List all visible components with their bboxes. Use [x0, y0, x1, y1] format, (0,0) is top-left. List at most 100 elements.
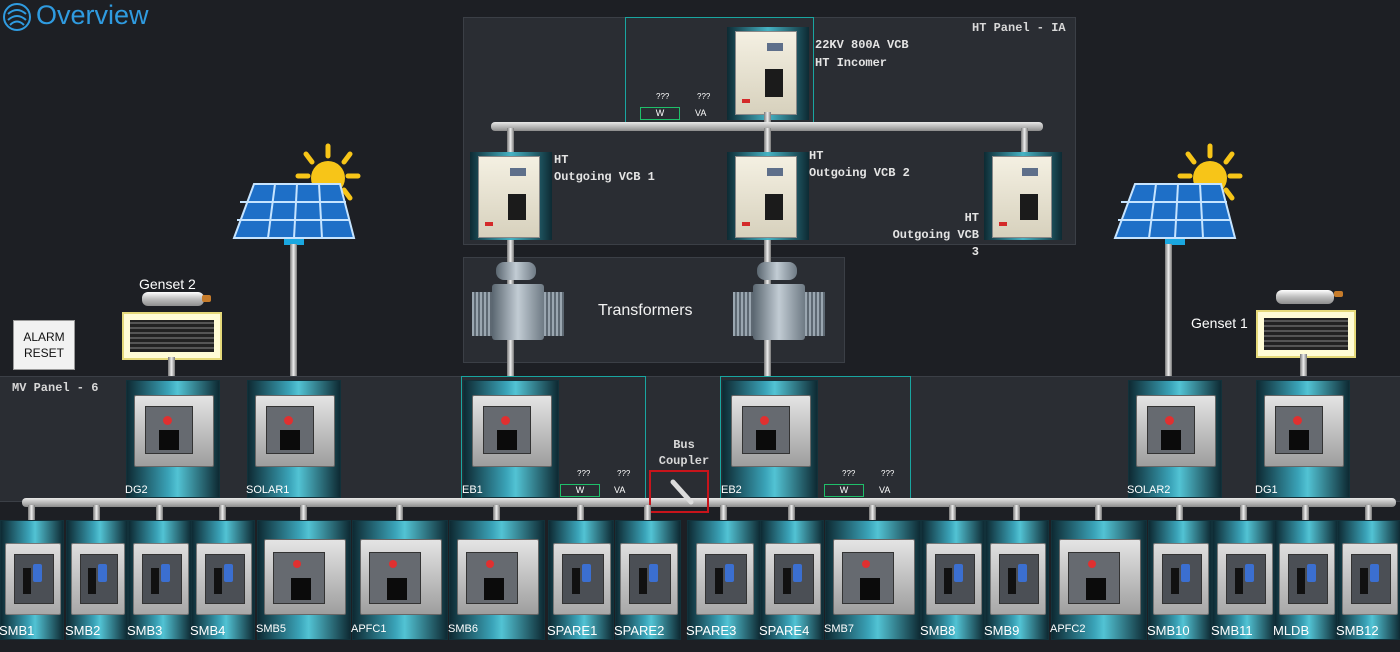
feeder-smb5[interactable]: SMB5: [256, 520, 351, 640]
feeder-drop: [788, 505, 795, 527]
eb1-w-unit: W: [560, 484, 600, 497]
ht-outgoing-1-line2: Outgoing VCB 1: [554, 170, 655, 184]
acb-breaker-icon: [731, 395, 811, 467]
ht-outgoing-vcb-2[interactable]: [727, 152, 809, 240]
feeder-label: SMB2: [65, 623, 101, 638]
feeder-smb3[interactable]: SMB3: [127, 520, 192, 640]
solar1-feed: [290, 244, 297, 398]
ht-w-unit: W: [640, 107, 680, 120]
feeder-smb12[interactable]: SMB12: [1336, 520, 1400, 640]
genset-2-label: Genset 2: [139, 276, 196, 292]
feeder-drop: [1365, 505, 1372, 527]
feeder-smb10[interactable]: SMB10: [1147, 520, 1212, 640]
feeder-smb7[interactable]: SMB7: [824, 520, 921, 640]
feeder-spare1[interactable]: SPARE1: [547, 520, 614, 640]
feeder-drop: [720, 505, 727, 527]
bus-coupler-line2: Coupler: [658, 454, 710, 468]
ht-drop-1: [507, 128, 514, 156]
feeder-drop: [300, 505, 307, 527]
incomer-label-dg1: DG1: [1255, 484, 1278, 496]
feeder-label: SMB11: [1211, 623, 1253, 638]
feeder-mldb[interactable]: MLDB: [1273, 520, 1338, 640]
incomer-label-eb1: EB1: [462, 484, 483, 496]
incomer-solar1[interactable]: SOLAR1: [246, 380, 341, 498]
incomer-dg2[interactable]: DG2: [125, 380, 220, 498]
solar2-feed: [1165, 244, 1172, 398]
feeder-drop: [1095, 505, 1102, 527]
ht-outgoing-3-line2: Outgoing VCB 3: [892, 228, 979, 259]
genset-1[interactable]: [1256, 310, 1356, 358]
acb-breaker-icon: [833, 539, 915, 615]
acb-breaker-icon: [1264, 395, 1344, 467]
acb-breaker-icon: [472, 395, 552, 467]
transformer-2[interactable]: [733, 258, 825, 344]
feeder-label: SMB12: [1336, 623, 1379, 638]
acb-breaker-icon: [134, 395, 214, 467]
bus-coupler-switch[interactable]: [649, 470, 709, 513]
bus-coupler-label: Bus Coupler: [654, 437, 714, 469]
mccb-breaker-icon: [71, 543, 125, 615]
alarm-reset-button[interactable]: ALARM RESET: [13, 320, 75, 370]
eb2-w-value: ???: [842, 469, 856, 478]
mccb-breaker-icon: [926, 543, 982, 615]
ht-outgoing-3-line1: HT: [964, 211, 979, 225]
mccb-breaker-icon: [1279, 543, 1335, 615]
ht-outgoing-vcb-1[interactable]: [470, 152, 552, 240]
ht-outgoing-1-line1: HT: [554, 153, 569, 167]
feeder-apfc1[interactable]: APFC1: [351, 520, 448, 640]
acb-breaker-icon: [1059, 539, 1141, 615]
genset-1-tank: [1276, 290, 1334, 304]
bus-coupler-switch-icon: [670, 479, 694, 505]
solar-panel-icon-2: [1113, 183, 1237, 245]
incomer-eb1[interactable]: EB1: [462, 380, 559, 498]
feeder-drop: [1176, 505, 1183, 527]
feeder-spare4[interactable]: SPARE4: [759, 520, 824, 640]
acb-breaker-icon: [457, 539, 539, 615]
incomer-label-dg2: DG2: [125, 484, 148, 496]
ht-incomer-line1: 22KV 800A VCB: [815, 38, 909, 52]
ht-incomer-drop: [764, 112, 771, 128]
feeder-label: MLDB: [1273, 623, 1310, 638]
feeder-label: APFC2: [1050, 623, 1086, 635]
ht-outgoing-2-line1: HT: [809, 149, 824, 163]
ht-panel-label: HT Panel - IA: [972, 21, 1066, 35]
mccb-breaker-icon: [1217, 543, 1273, 615]
feeder-drop: [219, 505, 226, 527]
mccb-breaker-icon: [196, 543, 252, 615]
ht-incomer-vcb[interactable]: [727, 27, 809, 120]
feeder-label: SPARE3: [686, 623, 737, 638]
feeder-smb2[interactable]: SMB2: [65, 520, 128, 640]
mccb-breaker-icon: [990, 543, 1046, 615]
ht-outgoing-3-label: HT Outgoing VCB 3: [879, 210, 979, 261]
feeder-apfc2[interactable]: APFC2: [1050, 520, 1147, 640]
feeder-label: APFC1: [351, 623, 387, 635]
feeder-smb11[interactable]: SMB11: [1211, 520, 1276, 640]
incomer-eb2[interactable]: EB2: [721, 380, 818, 498]
incomer-solar2[interactable]: SOLAR2: [1127, 380, 1222, 498]
feeder-smb8[interactable]: SMB8: [920, 520, 985, 640]
logo-icon: [3, 3, 31, 31]
feeder-smb6[interactable]: SMB6: [448, 520, 545, 640]
lt-busbar: [22, 498, 1396, 507]
feeder-spare3[interactable]: SPARE3: [686, 520, 761, 640]
feeder-drop: [949, 505, 956, 527]
ht-drop-3: [1021, 128, 1028, 156]
ht-incomer-line2: HT Incomer: [815, 56, 888, 70]
ht-outgoing-vcb-3[interactable]: [984, 152, 1062, 240]
feeder-smb9[interactable]: SMB9: [984, 520, 1049, 640]
eb2-va-unit: VA: [879, 485, 891, 495]
transformer-1[interactable]: [472, 258, 564, 344]
incomer-dg1[interactable]: DG1: [1255, 380, 1350, 498]
feeder-spare2[interactable]: SPARE2: [614, 520, 681, 640]
feeder-smb1[interactable]: SMB1: [0, 520, 64, 640]
ht-incomer-label: 22KV 800A VCB HT Incomer: [815, 36, 909, 72]
ht-busbar: [491, 122, 1043, 131]
feeder-label: SMB3: [127, 623, 163, 638]
genset-2[interactable]: [122, 312, 222, 360]
ht-outgoing-1-label: HT Outgoing VCB 1: [554, 152, 655, 186]
feeder-smb4[interactable]: SMB4: [190, 520, 255, 640]
feeder-drop: [1302, 505, 1309, 527]
feeder-drop: [1013, 505, 1020, 527]
t2-out: [764, 340, 771, 398]
feeder-drop: [493, 505, 500, 527]
